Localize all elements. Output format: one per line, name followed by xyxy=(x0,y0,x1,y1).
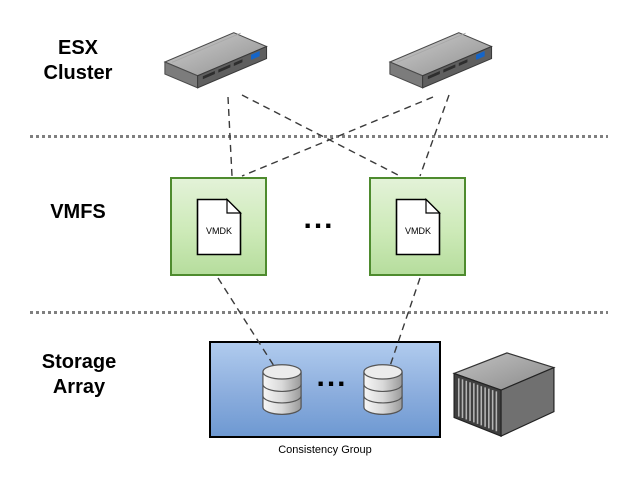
vmfs-ellipsis: ... xyxy=(303,202,335,235)
esx-cluster-label: ESX Cluster xyxy=(28,36,128,86)
vmfs-label: VMFS xyxy=(50,201,106,223)
lun-cylinder-2-icon xyxy=(362,363,404,417)
esx-server-2-icon xyxy=(383,24,495,100)
layer-divider-1 xyxy=(30,135,608,138)
esx-label-line2: Cluster xyxy=(43,62,113,84)
storage-label-line1: Storage xyxy=(41,351,117,373)
storage-array-label: Storage Array xyxy=(24,350,134,400)
consistency-group-label: Consistency Group xyxy=(278,444,372,456)
esx-label-line1: ESX xyxy=(57,37,99,59)
vmdk-label: VMDK xyxy=(205,226,231,236)
vmdk-file-icon: VMDK xyxy=(395,197,441,255)
storage-array-icon xyxy=(450,348,558,442)
vmfs-datastore-box-2: VMDK xyxy=(369,177,466,276)
vmdk-label: VMDK xyxy=(404,226,430,236)
esx-server-1-icon xyxy=(158,24,270,100)
layer-divider-2 xyxy=(30,311,608,314)
lun-cylinder-1-icon xyxy=(261,363,303,417)
storage-label-line2: Array xyxy=(52,376,106,398)
vmdk-file-icon: VMDK xyxy=(196,197,242,255)
vmfs-datastore-box-1: VMDK xyxy=(170,177,267,276)
storage-ellipsis: ... xyxy=(316,360,348,393)
